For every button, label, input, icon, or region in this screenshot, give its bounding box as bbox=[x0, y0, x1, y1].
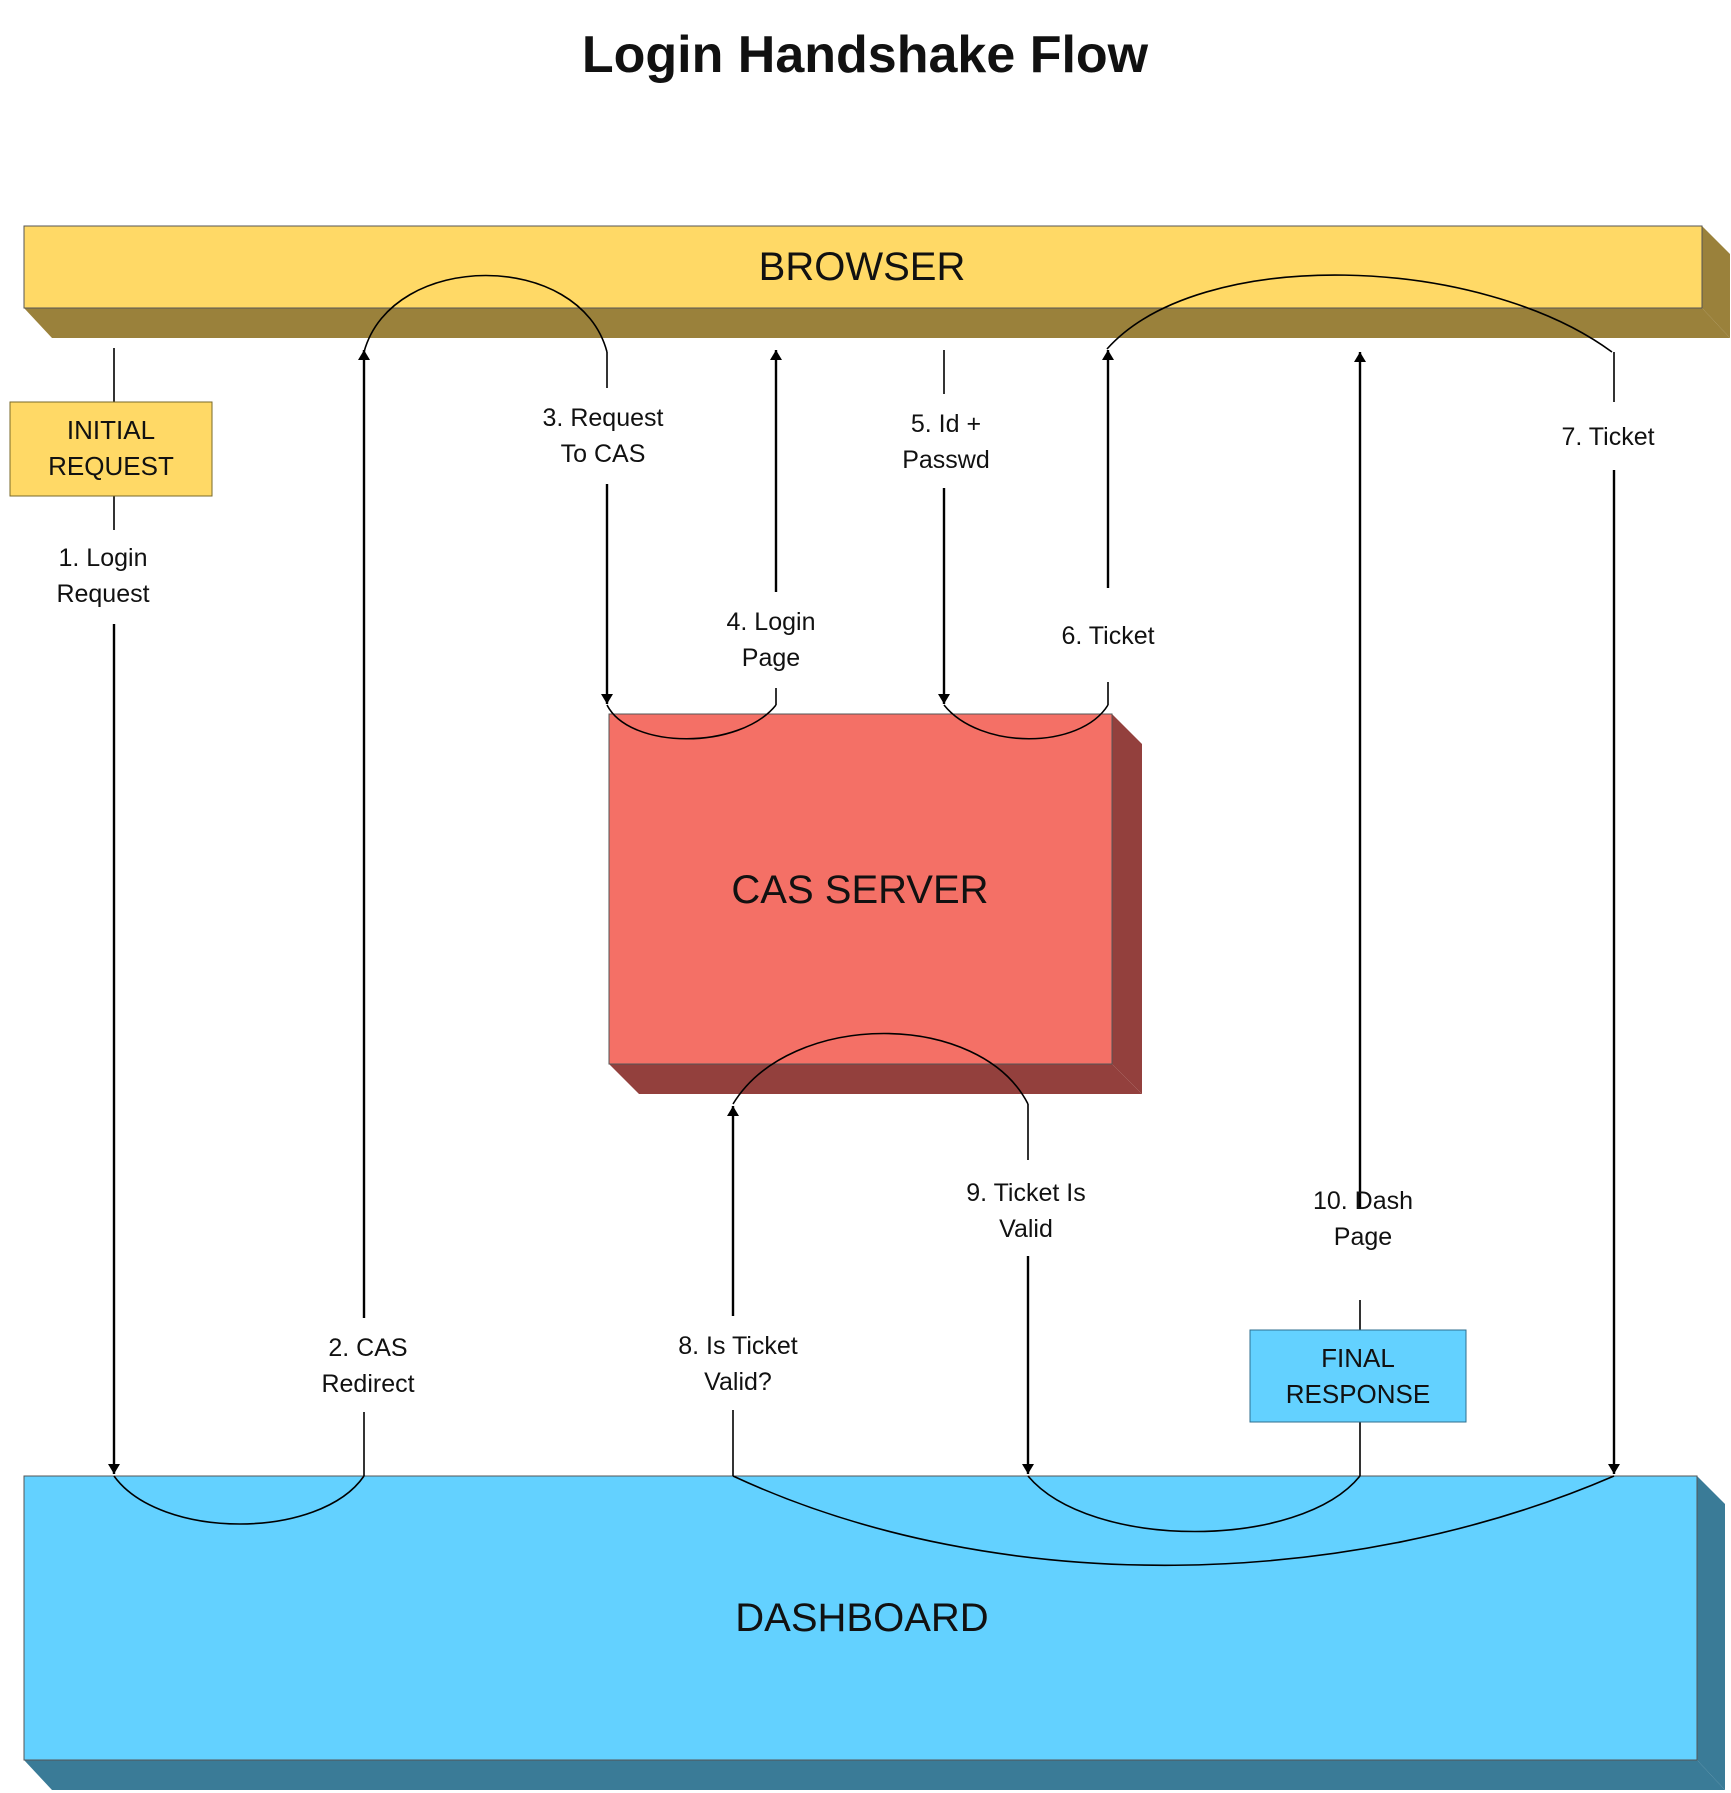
diagram-title: Login Handshake Flow bbox=[582, 26, 1149, 84]
dashboard-block-bottom bbox=[24, 1760, 1725, 1790]
step-3-label-line-2: To CAS bbox=[561, 440, 646, 468]
initial-request-box bbox=[9, 401, 213, 497]
step-10-label-line-2: Page bbox=[1334, 1223, 1392, 1251]
step-5-label-line-2: Passwd bbox=[902, 446, 990, 474]
cas-server-block: CAS SERVER bbox=[608, 713, 1142, 1094]
step-4-label-line-2: Page bbox=[742, 644, 800, 672]
cas-server-block-side bbox=[1112, 714, 1142, 1094]
dashboard-block: DASHBOARD bbox=[23, 1475, 1725, 1790]
step-1-label: 1. Login Request bbox=[56, 544, 149, 608]
step-3-label: 3. Request To CAS bbox=[543, 404, 664, 468]
arc-step-7-to-8 bbox=[732, 1475, 1615, 1567]
step-2-label-line-1: 2. CAS bbox=[328, 1334, 407, 1362]
step-3-label-line-1: 3. Request bbox=[543, 404, 664, 432]
initial-request-note: INITIAL REQUEST bbox=[9, 401, 213, 497]
step-4-label-line-1: 4. Login bbox=[727, 608, 816, 636]
step-8-label: 8. Is Ticket Valid? bbox=[678, 1332, 798, 1396]
step-9-label-line-1: 9. Ticket Is bbox=[966, 1179, 1085, 1207]
initial-request-line-1: INITIAL bbox=[67, 415, 155, 445]
final-response-note: FINAL RESPONSE bbox=[1249, 1329, 1467, 1423]
step-4-label: 4. Login Page bbox=[727, 608, 816, 672]
arc-step-6-to-7 bbox=[1106, 274, 1613, 353]
step-2-label-line-2: Redirect bbox=[321, 1370, 414, 1398]
arc-step-1-to-2 bbox=[113, 1475, 365, 1525]
browser-block-label: BROWSER bbox=[759, 245, 966, 289]
initial-request-line-2: REQUEST bbox=[48, 451, 174, 481]
browser-block-face bbox=[23, 225, 1703, 309]
step-8-label-line-1: 8. Is Ticket bbox=[678, 1332, 798, 1360]
connector-arcs bbox=[113, 274, 1615, 1567]
step-8-label-line-2: Valid? bbox=[704, 1368, 772, 1396]
browser-block-bottom bbox=[24, 308, 1730, 338]
final-response-box bbox=[1249, 1329, 1467, 1423]
arc-step-8-to-9 bbox=[732, 1032, 1029, 1105]
dashboard-block-side bbox=[1697, 1476, 1725, 1790]
browser-block-side bbox=[1702, 226, 1730, 338]
step-9-label-line-2: Valid bbox=[999, 1215, 1053, 1243]
cas-server-block-face bbox=[608, 713, 1113, 1065]
arc-step-5-to-6 bbox=[943, 704, 1109, 740]
final-response-line-2: RESPONSE bbox=[1286, 1379, 1431, 1409]
step-7-label-line-1: 7. Ticket bbox=[1561, 423, 1654, 451]
step-10-label-line-1: 10. Dash bbox=[1313, 1187, 1413, 1215]
step-5-label: 5. Id + Passwd bbox=[902, 410, 990, 474]
flow-arrows bbox=[108, 348, 1620, 1476]
browser-block: BROWSER bbox=[23, 225, 1730, 338]
cas-server-block-label: CAS SERVER bbox=[731, 868, 988, 912]
step-1-label-line-2: Request bbox=[56, 580, 149, 608]
step-5-label-line-1: 5. Id + bbox=[911, 410, 981, 438]
arc-step-9-to-10 bbox=[1027, 1475, 1361, 1533]
step-9-label: 9. Ticket Is Valid bbox=[966, 1179, 1085, 1243]
step-1-label-line-1: 1. Login bbox=[59, 544, 148, 572]
step-6-label: 6. Ticket bbox=[1061, 622, 1154, 650]
step-labels: 1. Login Request 2. CAS Redirect 3. Requ… bbox=[56, 404, 1654, 1398]
final-response-line-1: FINAL bbox=[1321, 1343, 1395, 1373]
step-7-label: 7. Ticket bbox=[1561, 423, 1654, 451]
arc-step-2-to-3 bbox=[363, 274, 608, 353]
step-6-label-line-1: 6. Ticket bbox=[1061, 622, 1154, 650]
step-10-label: 10. Dash Page bbox=[1313, 1187, 1413, 1251]
cas-server-block-bottom bbox=[609, 1064, 1142, 1094]
dashboard-block-label: DASHBOARD bbox=[735, 1596, 988, 1640]
step-2-label: 2. CAS Redirect bbox=[321, 1334, 414, 1398]
arc-step-3-to-4 bbox=[606, 704, 777, 740]
